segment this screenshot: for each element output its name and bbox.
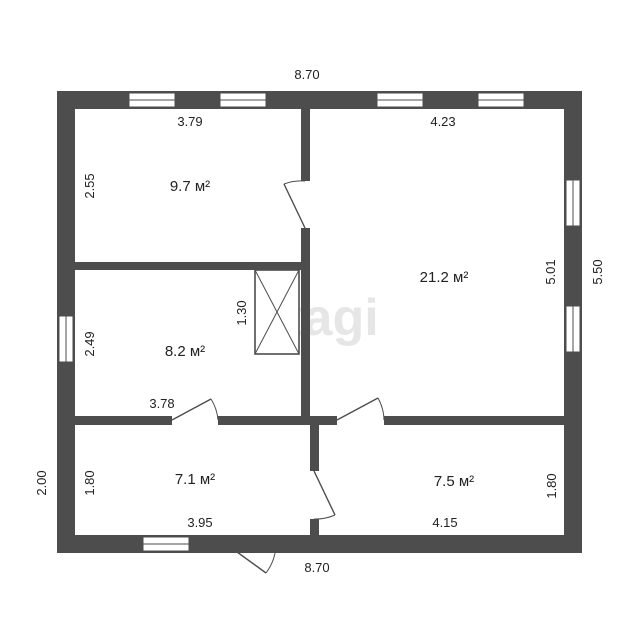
room-area-main: 21.2 м² (420, 269, 469, 286)
wall-midleft-bottom-a (75, 416, 172, 425)
window-right-1 (565, 179, 581, 227)
dim-bottom-total: 8.70 (304, 560, 329, 575)
wall-main-bottom-b (384, 416, 564, 425)
dim-left-lower: 2.00 (34, 470, 49, 495)
door-main-bottom (336, 397, 385, 421)
windows (58, 92, 581, 552)
dim-bottom-right-width: 4.15 (432, 515, 457, 530)
window-right-2 (565, 305, 581, 353)
dim-mid-left-width: 3.78 (149, 396, 174, 411)
dim-mid-left-height: 2.49 (82, 331, 97, 356)
wall-midleft-bottom-b (218, 416, 310, 425)
door-entrance (225, 543, 277, 574)
dim-top-right-width: 4.23 (430, 114, 455, 129)
dim-right-total: 5.50 (590, 259, 605, 284)
wall-partition-upper (301, 109, 310, 181)
wall-bottom-partition-b (310, 519, 319, 535)
dimension-labels: 8.70 8.70 3.79 4.23 3.78 3.95 4.15 2.55 … (34, 67, 605, 575)
window-top-2 (219, 92, 267, 108)
dim-bottom-left-width: 3.95 (187, 515, 212, 530)
door-midleft-bottom (171, 398, 219, 421)
wall-bottom-partition-a (310, 425, 319, 471)
wall-bottom (57, 535, 582, 553)
dim-bottom-right-height: 1.80 (544, 473, 559, 498)
dim-stair-height: 1.30 (234, 300, 249, 325)
window-left-1 (58, 315, 74, 363)
window-top-1 (128, 92, 176, 108)
dim-top-left-height: 2.55 (82, 173, 97, 198)
dim-top-left-width: 3.79 (177, 114, 202, 129)
dim-bottom-left-height: 1.80 (82, 470, 97, 495)
window-bottom-1 (142, 536, 190, 552)
dim-top-total: 8.70 (294, 67, 319, 82)
room-area-bottom-right: 7.5 м² (434, 473, 474, 490)
window-top-3 (376, 92, 424, 108)
door-topleft-main (283, 180, 306, 229)
window-top-4 (477, 92, 525, 108)
wall-partition-middle (301, 228, 310, 420)
room-area-bottom-left: 7.1 м² (175, 471, 215, 488)
wall-top (57, 91, 582, 109)
dim-main-height: 5.01 (543, 259, 558, 284)
stair-hatch (254, 269, 300, 355)
wall-main-bottom-a (310, 416, 337, 425)
doors (171, 180, 385, 574)
interior-walls (75, 109, 564, 535)
door-bottom-partition (313, 470, 336, 520)
room-area-top-left: 9.7 м² (170, 178, 210, 195)
wall-topleft-midleft (75, 262, 301, 270)
area-labels: 9.7 м² 21.2 м² 8.2 м² 7.1 м² 7.5 м² (165, 178, 474, 490)
room-area-mid-left: 8.2 м² (165, 343, 205, 360)
